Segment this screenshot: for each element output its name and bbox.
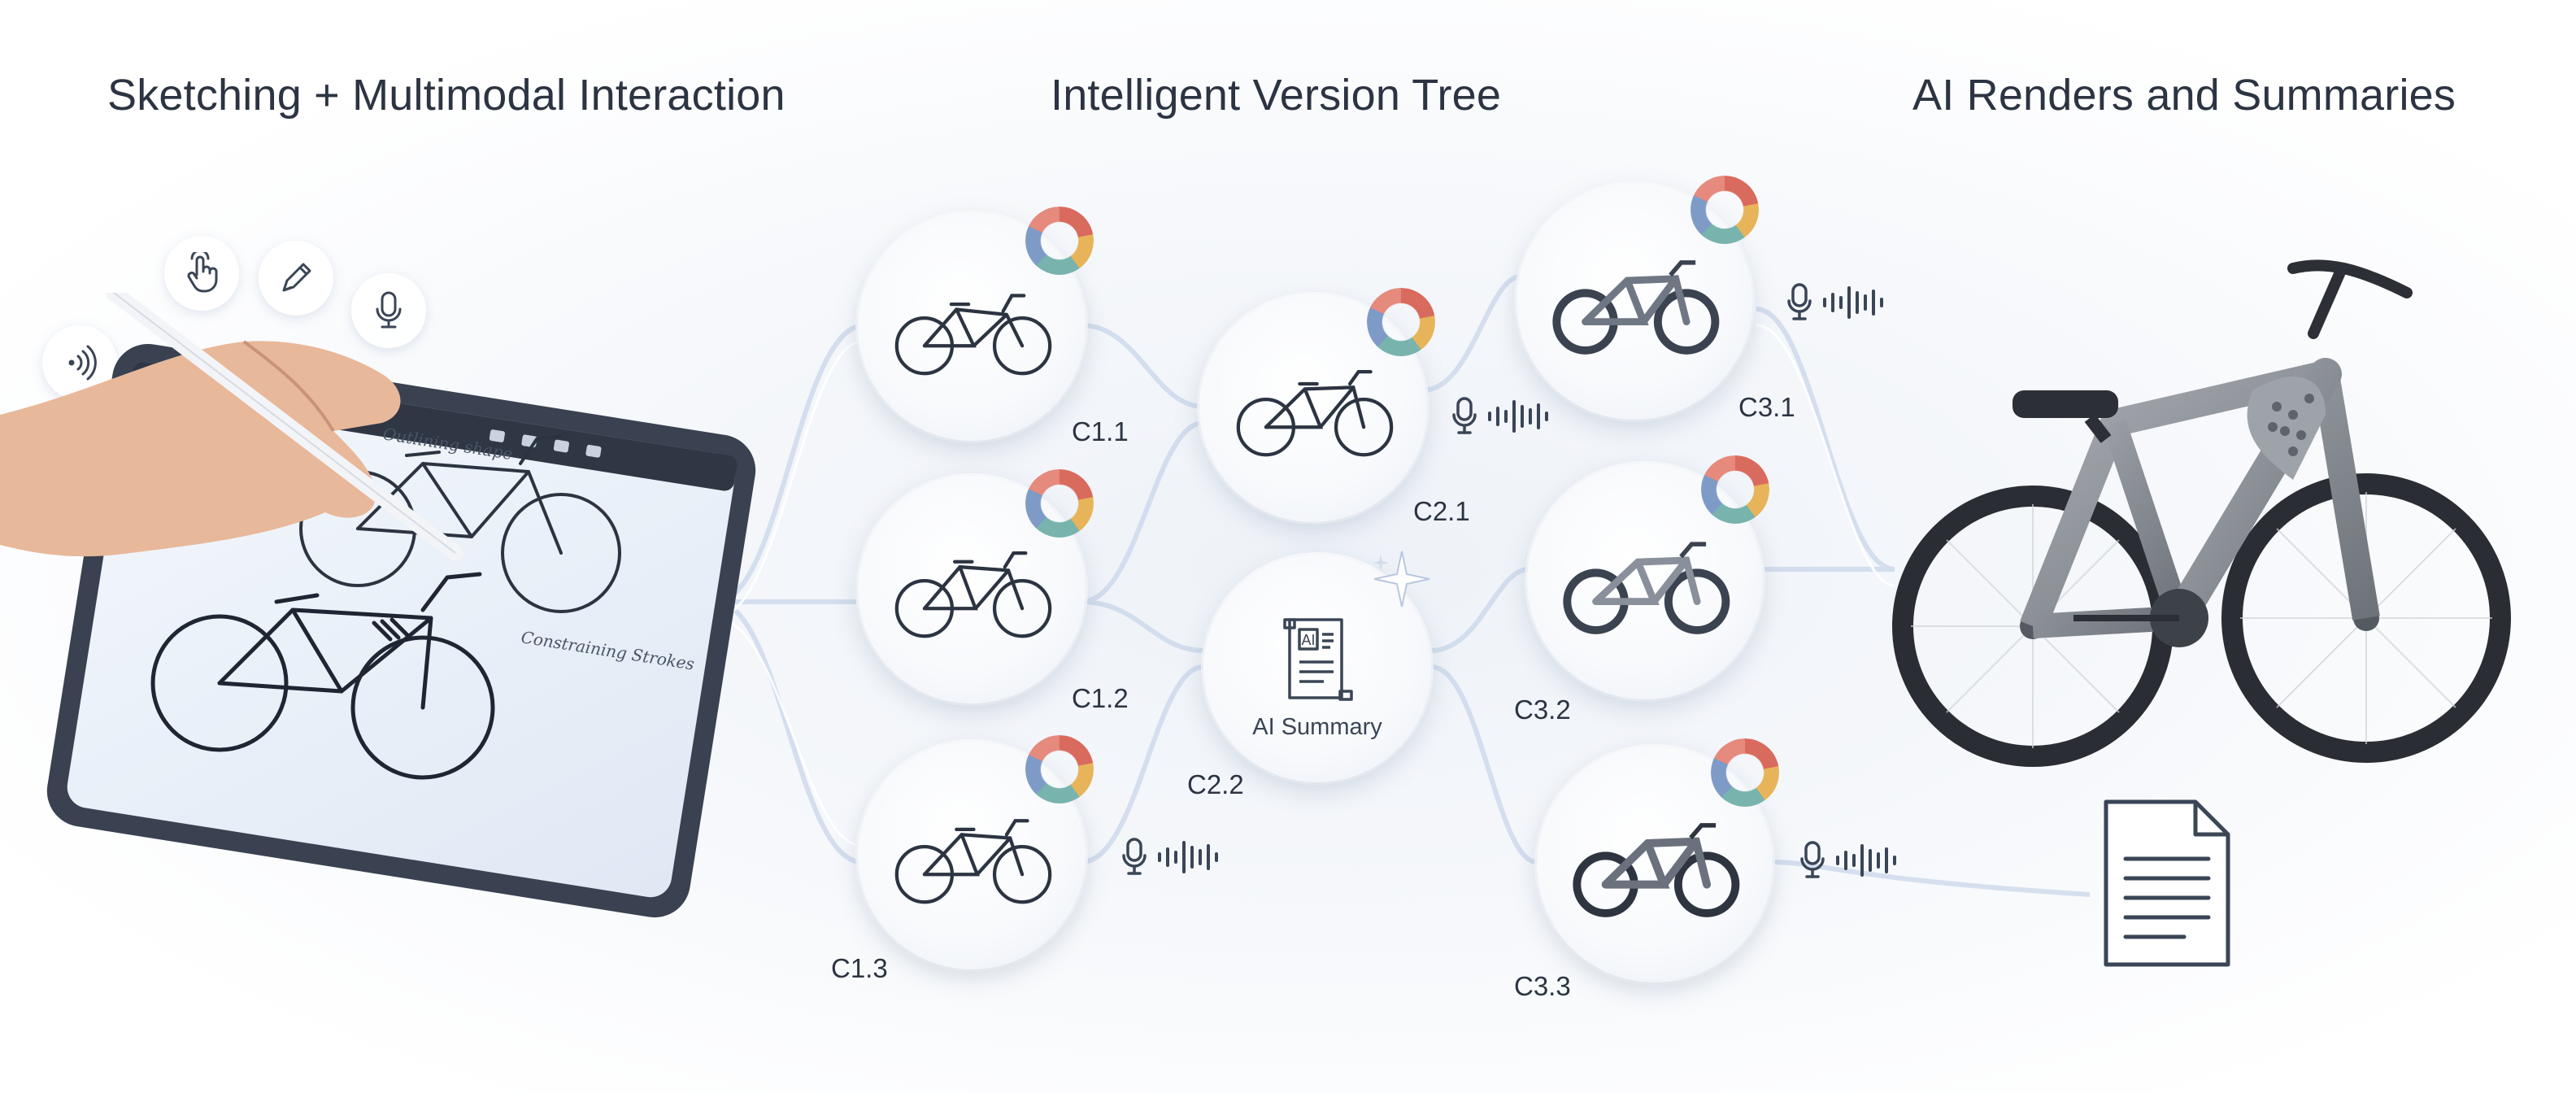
microphone-icon <box>1800 841 1825 878</box>
ai-summary-label: AI Summary <box>1252 714 1382 740</box>
sparkle-icon <box>1373 551 1430 607</box>
voice-note-c3-3[interactable] <box>1799 839 1899 882</box>
node-label-c3-2: C3.2 <box>1514 695 1571 725</box>
touch-icon <box>164 236 239 311</box>
microphone-icon <box>351 273 426 348</box>
bike-sketch-icon <box>894 819 1051 904</box>
bike-sketch-icon <box>1236 370 1393 457</box>
node-label-c3-3: C3.3 <box>1514 971 1571 1001</box>
bike-render-icon <box>1563 541 1730 634</box>
microphone-icon <box>1452 397 1477 434</box>
version-metrics-donut-icon <box>1367 288 1435 356</box>
version-metrics-donut-icon <box>1690 176 1759 244</box>
audio-waveform-icon <box>1836 844 1896 877</box>
node-label-c1-1: C1.1 <box>1072 416 1129 446</box>
sketch-bike-bottom <box>150 572 495 780</box>
node-label-c1-3: C1.3 <box>831 953 888 983</box>
title-sketching: Sketching + Multimodal Interaction <box>107 71 785 120</box>
version-node-c2-1[interactable] <box>1199 288 1435 522</box>
microphone-icon <box>1787 283 1812 320</box>
audio-waveform-icon <box>1158 841 1218 873</box>
title-version-tree: Intelligent Version Tree <box>1051 71 1502 120</box>
final-bike-render <box>1892 259 2511 767</box>
node-label-c2-2: C2.2 <box>1187 769 1244 799</box>
version-node-c3-2[interactable] <box>1527 455 1769 699</box>
audio-waveform-icon <box>1488 400 1548 433</box>
version-metrics-donut-icon <box>1025 207 1094 275</box>
voice-note-c1-3[interactable] <box>1120 836 1221 878</box>
version-metrics-donut-icon <box>1025 735 1094 803</box>
voice-note-c2-1[interactable] <box>1451 395 1551 438</box>
version-node-c1-2[interactable] <box>858 469 1094 703</box>
title-ai-renders: AI Renders and Summaries <box>1912 71 2456 120</box>
version-metrics-donut-icon <box>1025 469 1094 538</box>
pencil-icon <box>259 241 333 316</box>
microphone-icon <box>1122 838 1147 875</box>
ai-summary-node[interactable]: AI AI Summary <box>1203 551 1431 782</box>
bike-sketch-icon <box>894 294 1051 376</box>
bike-render-icon <box>1552 259 1720 355</box>
version-node-c3-3[interactable] <box>1537 738 1779 982</box>
node-label-c2-1: C2.1 <box>1413 496 1470 526</box>
audio-waveform-icon <box>1823 286 1883 319</box>
version-node-c1-1[interactable] <box>858 207 1094 441</box>
bike-sketch-icon <box>894 551 1051 638</box>
summary-document-icon[interactable] <box>2098 794 2236 973</box>
version-metrics-donut-icon <box>1711 738 1779 807</box>
tablet-illustration: Outlining shape Constraining Strokes <box>0 293 756 918</box>
version-node-c3-1[interactable] <box>1516 176 1759 420</box>
version-metrics-donut-icon <box>1701 455 1769 524</box>
svg-text:AI: AI <box>1301 632 1315 648</box>
node-label-c1-2: C1.2 <box>1072 683 1129 713</box>
node-label-c3-1: C3.1 <box>1738 392 1795 422</box>
version-node-c1-3[interactable] <box>858 735 1094 969</box>
scroll-document-icon: AI <box>1283 618 1353 701</box>
bike-render-icon <box>1573 822 1740 917</box>
voice-note-c3-1[interactable] <box>1786 281 1886 324</box>
